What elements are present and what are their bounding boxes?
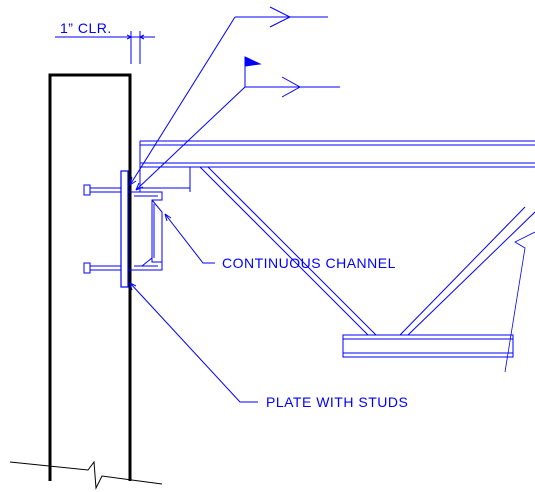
embed-plate xyxy=(120,170,129,288)
headed-studs xyxy=(83,184,121,274)
clearance-dimension xyxy=(55,31,155,64)
break-line-bottom xyxy=(9,460,163,490)
concrete-wall xyxy=(48,73,132,481)
channel-leader xyxy=(164,213,215,264)
weld-symbol-top xyxy=(129,6,328,186)
joist-bottom-chord xyxy=(342,334,514,358)
clearance-label: 1” CLR. xyxy=(60,20,112,36)
joist-top-chord xyxy=(139,140,535,192)
plate-leader xyxy=(129,282,258,403)
joist-web-members xyxy=(199,166,535,336)
weld-symbol-field xyxy=(135,56,340,191)
break-line-right xyxy=(504,231,535,373)
channel-label: CONTINUOUS CHANNEL xyxy=(222,255,396,271)
plate-label: PLATE WITH STUDS xyxy=(266,394,408,410)
continuous-channel xyxy=(128,191,163,271)
